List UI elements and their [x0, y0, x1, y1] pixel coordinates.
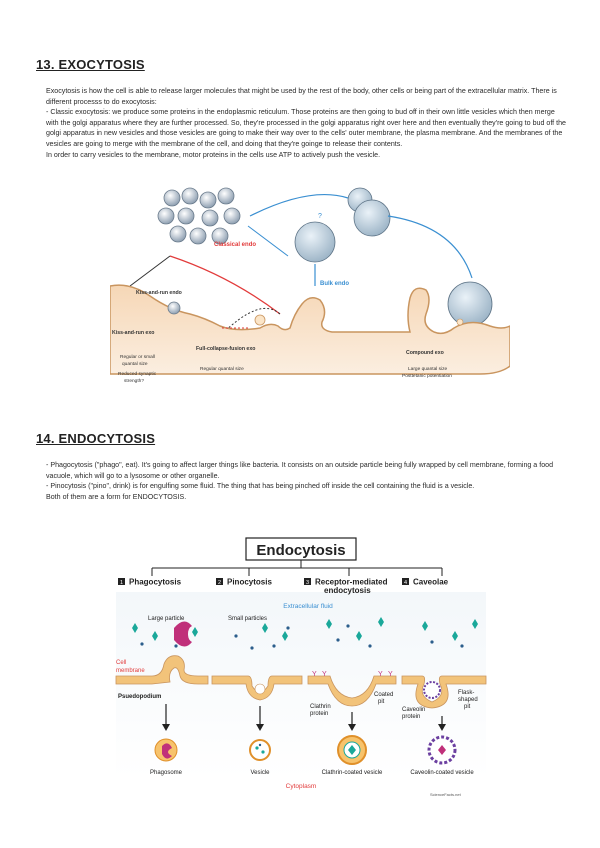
paragraph: - Phagocytosis ("phago", eat). It's goin…: [46, 461, 554, 480]
paragraph: In order to carry vesicles to the membra…: [46, 150, 381, 159]
membrane-caveolae: [401, 675, 487, 709]
svg-text:endocytosis: endocytosis: [324, 586, 371, 595]
label: Regular or small: [120, 354, 155, 360]
label: strength?: [124, 378, 144, 384]
label-pit2: pit: [464, 704, 471, 710]
label: Regular quantal size: [200, 366, 244, 372]
label-coated: Coated: [374, 692, 393, 698]
large-particle: [174, 621, 192, 647]
label-pit: pit: [378, 699, 385, 705]
membrane-phago: [115, 655, 209, 685]
question-mark: ?: [318, 213, 322, 220]
label-clathrin-vesicle: Clathrin-coated vesicle: [322, 770, 383, 776]
label-flask: Flask-: [458, 690, 474, 696]
label-clathrin: Clathrin: [310, 704, 331, 710]
credit-logo: ScienceFacts.net: [430, 792, 462, 797]
col-header-phagocytosis: 1 Phagocytosis: [118, 578, 182, 587]
svg-text:Y: Y: [388, 671, 393, 678]
col-header-caveolae: 4 Caveolae: [402, 578, 449, 587]
label-classical-endo: Classical endo: [214, 242, 256, 248]
paragraph: Both of them are a form for ENDOCYTOSIS.: [46, 492, 187, 501]
label-membrane: membrane: [116, 668, 145, 674]
endocytosis-text: - Phagocytosis ("phago", eat). It's goin…: [46, 460, 566, 502]
svg-text:3: 3: [306, 580, 309, 586]
svg-text:Y: Y: [378, 671, 383, 678]
label: Reduced synaptic: [118, 371, 157, 377]
label-caveolin-vesicle: Caveolin-coated vesicle: [410, 770, 474, 776]
svg-text:Phagocytosis: Phagocytosis: [129, 578, 182, 587]
svg-text:Y: Y: [322, 671, 327, 678]
label-pseudopodium: Psuedopodium: [118, 694, 161, 700]
label-bulk-endo: Bulk endo: [320, 281, 349, 287]
label-shaped: shaped: [458, 697, 478, 703]
vesicle: [447, 281, 493, 327]
svg-text:Caveolae: Caveolae: [413, 578, 449, 587]
label-phagosome: Phagosome: [150, 770, 183, 776]
label-kiss-run-exo: Kiss-and-run exo: [112, 330, 154, 336]
label-caveolin: Caveolin: [402, 707, 425, 713]
label: Posttetanic potentiation: [402, 373, 452, 379]
section-title-endocytosis: 14. ENDOCYTOSIS: [36, 431, 156, 446]
paragraph: - Classic exocytosis: we produce some pr…: [46, 108, 566, 148]
label-protein: protein: [310, 711, 328, 717]
label-protein2: protein: [402, 714, 420, 720]
label-compound-exo: Compound exo: [406, 350, 444, 356]
vesicle: [294, 221, 336, 263]
col-header-receptor: 3 Receptor-mediated endocytosis: [304, 578, 388, 595]
label-small-particles: Small particles: [228, 616, 267, 622]
label: quantal size: [122, 361, 148, 367]
label-cell: Cell: [116, 660, 126, 666]
receptor-icon: Y: [312, 671, 317, 678]
vesicle-pino: [249, 739, 271, 761]
endocytosis-diagram: Endocytosis 1 Phagocytosis 2 Pinocytosis…: [112, 536, 490, 798]
svg-text:Pinocytosis: Pinocytosis: [227, 578, 272, 587]
svg-text:4: 4: [404, 580, 407, 586]
particles: [132, 617, 478, 641]
diagram-title: Endocytosis: [256, 542, 345, 559]
paragraph: - Pinocytosis ("pino", drink) is for eng…: [46, 482, 475, 491]
label-large-particle: Large particle: [148, 616, 185, 622]
col-header-pinocytosis: 2 Pinocytosis: [216, 578, 272, 587]
membrane-pino: [211, 675, 303, 701]
vesicle-cluster: [157, 187, 241, 245]
svg-text:1: 1: [120, 580, 123, 586]
membrane-receptor: [307, 675, 397, 707]
label-full-collapse: Full-collapse-fusion exo: [196, 346, 255, 352]
svg-text:2: 2: [218, 580, 221, 586]
exocytosis-text: Exocytosis is how the cell is able to re…: [46, 86, 566, 160]
section-title-exocytosis: 13. EXOCYTOSIS: [36, 57, 145, 72]
label-vesicle: Vesicle: [250, 770, 270, 776]
label-kiss-run-endo: Kiss-and-run endo: [136, 290, 182, 296]
vesicle: [353, 199, 391, 237]
label: Large quantal size: [408, 366, 448, 372]
label-extracellular: Extracellular fluid: [283, 603, 333, 610]
exocytosis-diagram: ? Classical endo Bulk endo Kiss-and-run …: [110, 186, 510, 416]
paragraph: Exocytosis is how the cell is able to re…: [46, 87, 557, 106]
label-cytoplasm: Cytoplasm: [286, 783, 317, 790]
svg-text:Receptor-mediated: Receptor-mediated: [315, 578, 388, 587]
